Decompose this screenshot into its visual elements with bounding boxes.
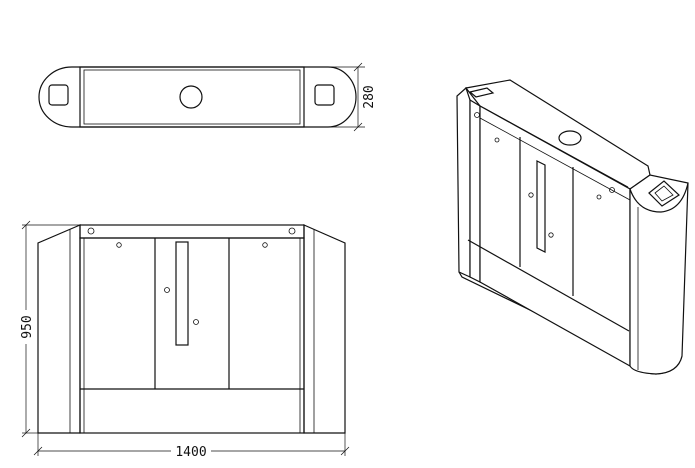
left-sensor-window xyxy=(48,84,69,106)
dim-1400-tick-left xyxy=(33,446,43,456)
top-view-cabinet xyxy=(79,66,305,128)
center-hole-upper xyxy=(164,287,170,293)
dim-950-tick-top xyxy=(21,220,31,230)
iso-front-rail-line xyxy=(479,117,631,201)
iso-door-lock-left xyxy=(494,137,500,143)
door-lock-right xyxy=(262,242,268,248)
iso-right-top-square-inner xyxy=(654,185,674,202)
iso-screw-left xyxy=(474,112,480,118)
iso-center-slot xyxy=(536,160,546,253)
center-hole-lower xyxy=(193,319,199,325)
top-view-outline xyxy=(38,66,357,128)
dim-280-tick-bottom xyxy=(353,122,363,132)
iso-base-divider xyxy=(467,239,630,332)
card-reader-circle xyxy=(179,85,203,109)
iso-screw-right xyxy=(609,187,615,193)
screw-right xyxy=(288,227,296,235)
dim-950-label: 950 xyxy=(20,315,35,338)
right-sensor-window xyxy=(314,84,335,106)
screw-left xyxy=(87,227,95,235)
right-wing-outline xyxy=(303,224,346,434)
dim-280-tick-top xyxy=(353,62,363,72)
dim-1400-label: 1400 xyxy=(175,445,206,460)
iso-center-hole-lower xyxy=(548,232,554,238)
door-lock-left xyxy=(116,242,122,248)
top-view: 280 xyxy=(38,62,377,132)
dim-950-tick-bottom xyxy=(21,428,31,438)
iso-card-reader xyxy=(558,130,582,146)
front-view: 950 1400 xyxy=(19,220,350,460)
front-body xyxy=(79,237,305,434)
left-wing-outline xyxy=(37,224,81,434)
iso-door-lock-right xyxy=(596,194,602,200)
isometric-view xyxy=(456,79,689,375)
iso-left-pillar-face xyxy=(469,98,481,283)
iso-left-top-square xyxy=(468,87,495,98)
dim-1400-tick-right xyxy=(340,446,350,456)
iso-right-top-square xyxy=(648,180,680,207)
dim-1400-label-bg xyxy=(171,444,211,458)
top-rail xyxy=(79,224,305,239)
dim-280-label: 280 xyxy=(362,85,377,108)
top-view-cabinet-inner xyxy=(83,69,301,125)
center-slot xyxy=(175,241,189,346)
iso-center-hole-upper xyxy=(528,192,534,198)
iso-right-pillar-curve xyxy=(629,182,689,213)
iso-right-pillar xyxy=(629,174,689,375)
dim-950-label-bg xyxy=(19,310,34,344)
iso-left-pillar xyxy=(456,86,471,278)
